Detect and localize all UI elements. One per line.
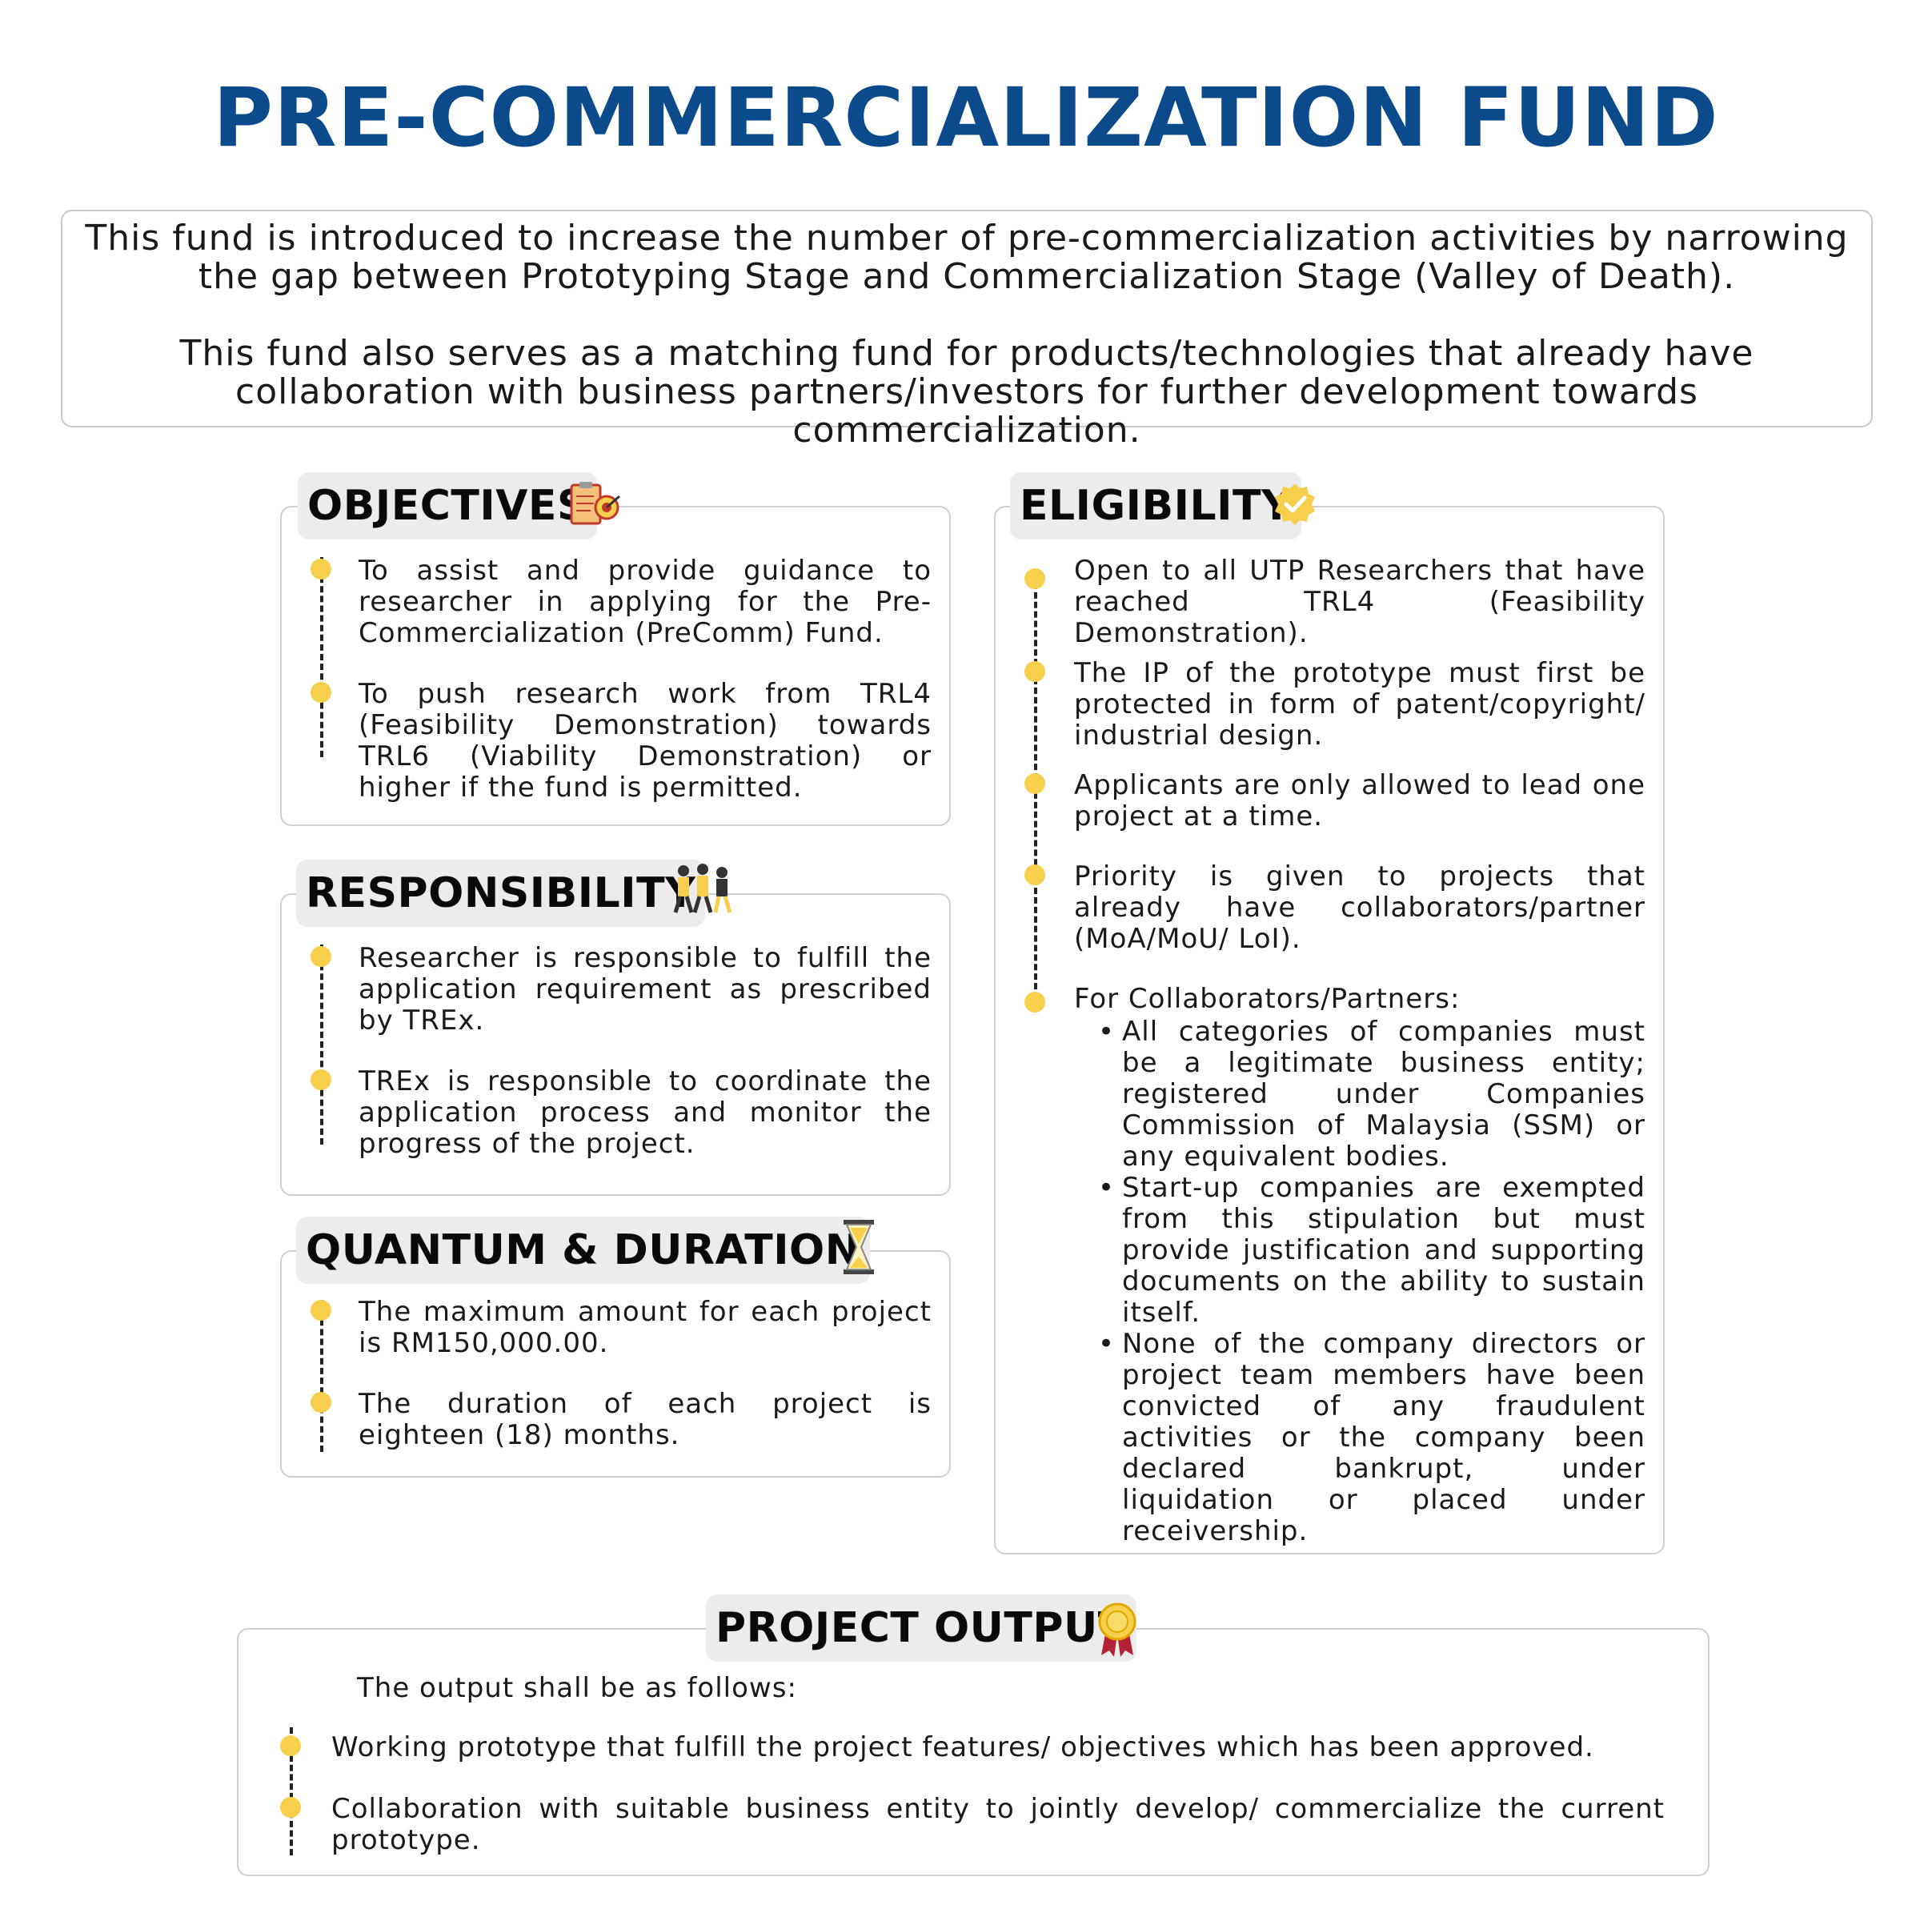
- item-text: To push research work from TRL4 (Feasibi…: [359, 678, 932, 804]
- bullet-dot: [1024, 661, 1045, 682]
- responsibility-timeline: [320, 944, 323, 1145]
- item-text: Collaboration with suitable business ent…: [331, 1793, 1665, 1856]
- bullet-dot: [311, 1392, 331, 1413]
- item-text: The maximum amount for each project is R…: [359, 1296, 932, 1359]
- quantum-card: [280, 1250, 951, 1478]
- item-text: Researcher is responsible to fulfill the…: [359, 942, 932, 1037]
- project-output-heading: PROJECT OUTPUT: [706, 1594, 1136, 1662]
- responsibility-heading: RESPONSIBILITY: [296, 860, 706, 927]
- list-item: Working prototype that fulfill the proje…: [280, 1732, 1665, 1763]
- item-text: Working prototype that fulfill the proje…: [331, 1731, 1594, 1763]
- intro-paragraph: This fund also serves as a matching fund…: [179, 333, 1754, 451]
- quantum-timeline: [320, 1300, 323, 1452]
- hourglass-icon: [844, 1220, 874, 1274]
- sub-list-item: None of the company directors or project…: [1074, 1329, 1645, 1547]
- list-item: Collaboration with suitable business ent…: [280, 1794, 1665, 1856]
- sub-list-item: Start-up companies are exempted from thi…: [1074, 1173, 1645, 1329]
- objectives-timeline: [320, 557, 323, 757]
- bullet-dot: [280, 1797, 301, 1818]
- list-item: The maximum amount for each project is R…: [311, 1297, 932, 1359]
- list-item: For Collaborators/Partners: All categori…: [1024, 984, 1645, 1547]
- project-output-card: [237, 1628, 1710, 1876]
- item-text: For Collaborators/Partners:: [1074, 983, 1461, 1015]
- bullet-dot: [1024, 992, 1045, 1013]
- item-text: TREx is responsible to coordinate the ap…: [359, 1065, 932, 1160]
- item-text: To assist and provide guidance to resear…: [359, 555, 932, 649]
- clipboard-target-icon: [570, 482, 620, 525]
- bullet-dot: [311, 1300, 331, 1321]
- bullet-dot: [311, 559, 331, 580]
- medal-ribbon-icon: [1098, 1602, 1136, 1657]
- page-title: PRE-COMMERCIALIZATION FUND: [213, 70, 1719, 166]
- list-item: To assist and provide guidance to resear…: [311, 555, 932, 649]
- item-text: Applicants are only allowed to lead one …: [1074, 769, 1645, 832]
- bullet-dot: [1024, 864, 1045, 885]
- intro-paragraph: This fund is introduced to increase the …: [85, 218, 1849, 297]
- verified-badge-icon: [1275, 483, 1315, 525]
- quantum-list: The maximum amount for each project is R…: [311, 1297, 932, 1451]
- objectives-heading: OBJECTIVES: [298, 472, 597, 539]
- list-item: Researcher is responsible to fulfill the…: [311, 943, 932, 1037]
- intro-box: This fund is introduced to increase the …: [61, 210, 1873, 450]
- output-lead: The output shall be as follows:: [357, 1672, 797, 1704]
- bullet-dot: [1024, 773, 1045, 794]
- output-timeline: [290, 1727, 293, 1855]
- list-item: Applicants are only allowed to lead one …: [1024, 770, 1645, 832]
- quantum-heading: QUANTUM & DURATION: [296, 1217, 870, 1284]
- team-people-icon: [673, 864, 732, 913]
- sub-list-item: All categories of companies must be a le…: [1074, 1017, 1645, 1173]
- output-list: Working prototype that fulfill the proje…: [280, 1732, 1665, 1856]
- bullet-dot: [280, 1735, 301, 1756]
- list-item: TREx is responsible to coordinate the ap…: [311, 1066, 932, 1160]
- list-item: Priority is given to projects that alrea…: [1024, 861, 1645, 955]
- responsibility-list: Researcher is responsible to fulfill the…: [311, 943, 932, 1160]
- bullet-dot: [311, 682, 331, 703]
- list-item: To push research work from TRL4 (Feasibi…: [311, 679, 932, 804]
- list-item: The duration of each project is eighteen…: [311, 1389, 932, 1451]
- eligibility-list: Open to all UTP Researchers that have re…: [1024, 555, 1645, 1547]
- item-text: Open to all UTP Researchers that have re…: [1074, 555, 1645, 649]
- bullet-dot: [311, 1069, 331, 1090]
- partner-requirements-list: All categories of companies must be a le…: [1074, 1017, 1645, 1547]
- list-item: Open to all UTP Researchers that have re…: [1024, 555, 1645, 649]
- list-item: The IP of the prototype must first be pr…: [1024, 658, 1645, 752]
- objectives-card: [280, 506, 951, 826]
- item-text: Priority is given to projects that alrea…: [1074, 860, 1645, 955]
- item-text: The IP of the prototype must first be pr…: [1074, 657, 1645, 752]
- bullet-dot: [311, 946, 331, 967]
- bullet-dot: [1024, 568, 1045, 589]
- responsibility-card: [280, 893, 951, 1196]
- eligibility-heading: ELIGIBILITY: [1010, 472, 1302, 539]
- objectives-list: To assist and provide guidance to resear…: [311, 555, 932, 804]
- item-text: The duration of each project is eighteen…: [359, 1388, 932, 1451]
